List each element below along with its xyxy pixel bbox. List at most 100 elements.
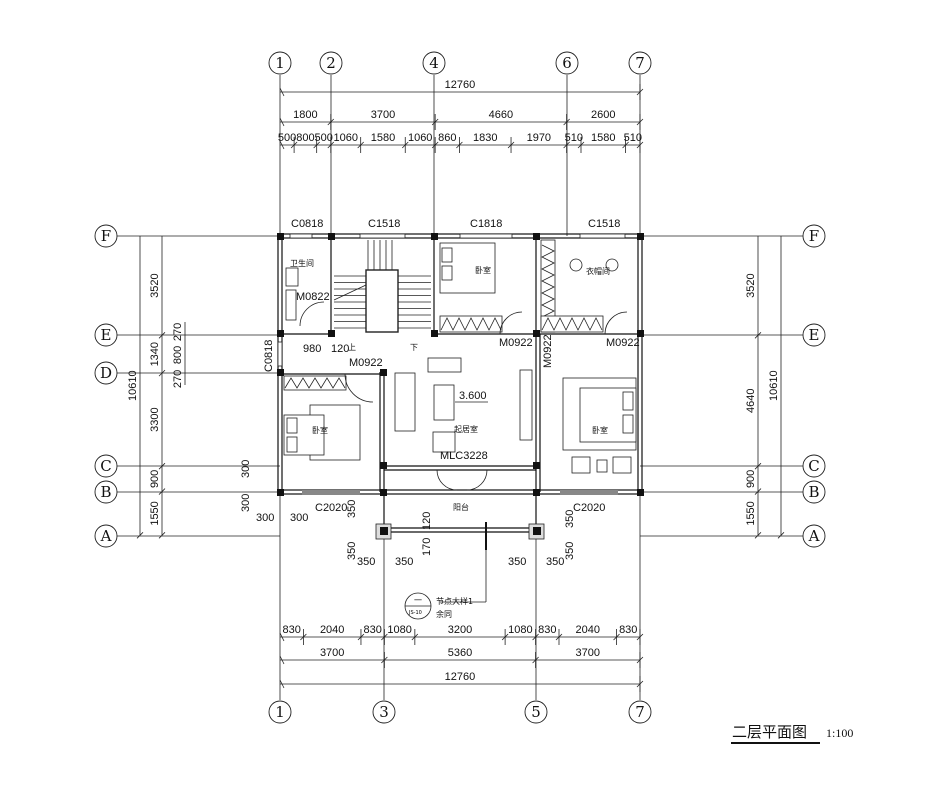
axis-label: 6 xyxy=(562,54,572,72)
dimension-value: 170 xyxy=(421,538,433,556)
dimension-value: 900 xyxy=(745,470,757,488)
dimension-value: 510 xyxy=(565,132,583,144)
dimension-value: 500 xyxy=(315,132,333,144)
dimension-value: 4660 xyxy=(489,109,513,121)
door-label: M0922 xyxy=(349,357,383,369)
detail-note: 余同 xyxy=(436,609,452,619)
dimension-value: 12760 xyxy=(445,79,476,91)
axis-label: E xyxy=(101,326,112,344)
dimension-value: 350 xyxy=(357,556,375,568)
dimension-value: 10610 xyxy=(127,370,139,401)
axis-bubble xyxy=(628,51,652,75)
dimension-value: 500 xyxy=(278,132,296,144)
axis-label: A xyxy=(100,527,112,545)
dimension-value: 3520 xyxy=(149,273,161,297)
axis-bubble xyxy=(94,454,118,478)
drawing-title: 二层平面图 xyxy=(732,723,807,741)
dimension-value: 830 xyxy=(538,624,556,636)
window-label: C1818 xyxy=(470,218,502,230)
axis-bubble xyxy=(319,51,343,75)
axis-label: 2 xyxy=(326,54,336,72)
room-label-bedroom-east: 卧室 xyxy=(592,425,608,435)
window-label: C0818 xyxy=(263,340,275,372)
dimension-value: 2040 xyxy=(320,624,344,636)
axis-bubble xyxy=(422,51,446,75)
dimension-value: 2600 xyxy=(591,109,615,121)
axis-label: 4 xyxy=(429,54,439,72)
dimension-value: 860 xyxy=(438,132,456,144)
axis-label: C xyxy=(808,457,819,475)
furniture xyxy=(283,239,637,491)
room-label-bathroom: 卫生间 xyxy=(290,258,314,268)
detail-sheet: JS-10 xyxy=(408,610,422,616)
axis-bubble xyxy=(524,700,548,724)
axis-bubble xyxy=(372,700,396,724)
dimension-value: 350 xyxy=(564,542,576,560)
dimension-value: 830 xyxy=(283,624,301,636)
dimension-value: 3700 xyxy=(320,647,344,659)
axis-bubble xyxy=(802,524,826,548)
door-label: M0822 xyxy=(296,291,330,303)
dimension-value: 350 xyxy=(564,510,576,528)
dimension-value: 1800 xyxy=(293,109,317,121)
axis-label: 1 xyxy=(275,54,285,72)
dimension-value: 4640 xyxy=(745,389,757,413)
axis-bubble xyxy=(94,480,118,504)
dimension-value: 350 xyxy=(508,556,526,568)
axis-label: A xyxy=(808,527,820,545)
dimension-value: 800 xyxy=(172,346,184,364)
axis-label: 1 xyxy=(275,703,285,721)
window-label: C2020 xyxy=(315,502,347,514)
axis-label: B xyxy=(808,483,819,501)
room-label-bedroom-north: 卧室 xyxy=(475,265,491,275)
dimension-value: 1580 xyxy=(371,132,395,144)
axis-bubble xyxy=(268,51,292,75)
detail-number: 一 xyxy=(414,596,422,605)
axis-bubble xyxy=(802,323,826,347)
axis-bubble xyxy=(94,524,118,548)
dimension-value: 1580 xyxy=(591,132,615,144)
axis-label: B xyxy=(100,483,111,501)
axis-bubble xyxy=(94,224,118,248)
dimension-value: 3300 xyxy=(149,407,161,431)
stair-down-label: 下 xyxy=(410,343,418,352)
stair-up-label: 上 xyxy=(348,343,356,352)
dimension-value: 1080 xyxy=(508,624,532,636)
axis-label: E xyxy=(809,326,820,344)
axis-bubble xyxy=(802,480,826,504)
dimension-value: 270 xyxy=(172,323,184,341)
dimension-value: 1830 xyxy=(473,132,497,144)
axis-label: F xyxy=(809,227,819,245)
dimension-value: 2040 xyxy=(576,624,600,636)
axis-label: 3 xyxy=(379,703,389,721)
dimension-value: 1970 xyxy=(527,132,551,144)
dimension-value: 830 xyxy=(619,624,637,636)
dimension-value: 3700 xyxy=(576,647,600,659)
dimension-value: 10610 xyxy=(768,370,780,401)
axis-label: 7 xyxy=(635,54,645,72)
axis-bubble xyxy=(802,224,826,248)
axis-bubble xyxy=(94,323,118,347)
dimension-value: 800 xyxy=(296,132,314,144)
window-label: C0818 xyxy=(291,218,323,230)
axis-bubble xyxy=(802,454,826,478)
windows xyxy=(277,233,626,495)
dimension-value: 1080 xyxy=(387,624,411,636)
dimension-value: 350 xyxy=(546,556,564,568)
axis-bubble xyxy=(555,51,579,75)
dimension-value: 3520 xyxy=(745,273,757,297)
door-label: M0922 xyxy=(542,334,554,368)
columns xyxy=(277,233,644,540)
dimension-value: 350 xyxy=(346,542,358,560)
room-label-balcony: 阳台 xyxy=(453,502,469,512)
dimension-value: 300 xyxy=(240,494,252,512)
dimension-value: 350 xyxy=(395,556,413,568)
dimension-value: 900 xyxy=(149,470,161,488)
dimension-value: 5360 xyxy=(448,647,472,659)
window-label: C2020 xyxy=(573,502,605,514)
axis-label: F xyxy=(101,227,111,245)
axis-lines xyxy=(117,75,803,700)
